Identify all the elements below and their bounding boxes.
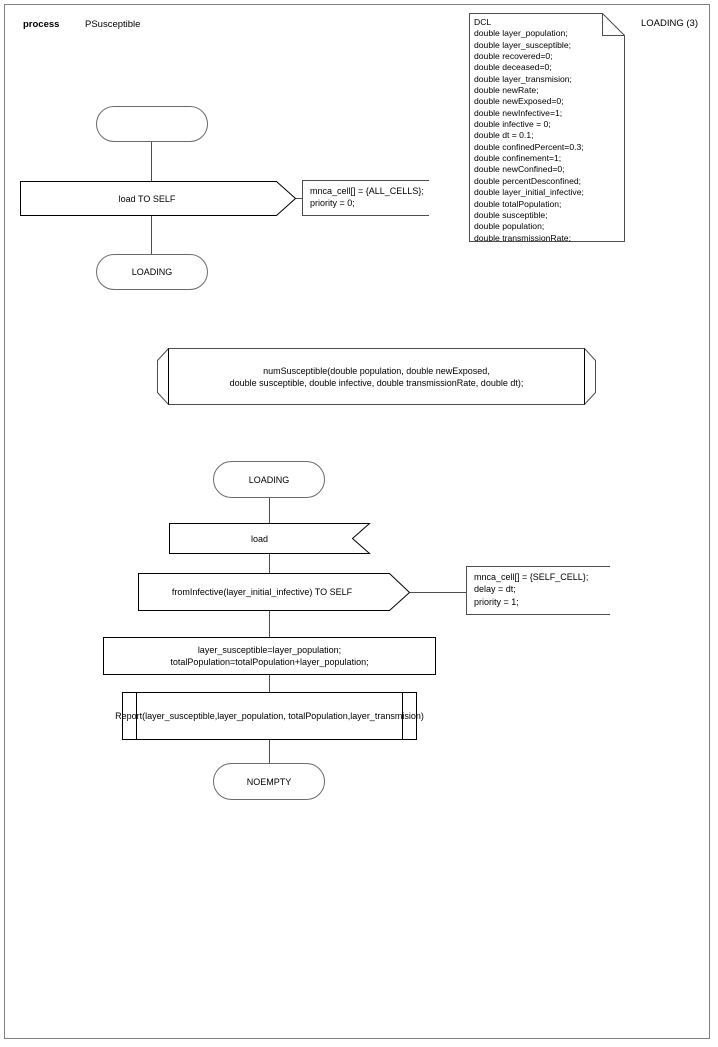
input-symbol-load[interactable]: load [169,523,371,554]
task-label: layer_susceptible=layer_population; tota… [170,645,369,667]
procedure-call-symbol-report[interactable]: Report(layer_susceptible,layer_populatio… [115,692,424,740]
state-label-loading-2: LOADING [248,474,290,485]
connector-proccall-to-state [269,740,270,763]
start-state-symbol[interactable] [96,106,208,142]
next-state-symbol-loading[interactable]: LOADING [96,254,208,290]
proccall-left-bar [136,693,137,739]
procedure-declaration-symbol[interactable]: numSusceptible(double population, double… [157,348,596,405]
comment-link-line-2 [410,592,467,593]
output-comment-1: mnca_cell[] = {ALL_CELLS}; priority = 0; [302,180,429,216]
next-state-symbol-noempty[interactable]: NOEMPTY [213,763,325,800]
output-symbol-load-to-self[interactable]: load TO SELF [20,181,297,216]
dcl-note-text: DCL double layer_population; double laye… [474,17,584,243]
connector-output-to-task [269,611,270,637]
comment-link-line-1 [296,198,303,199]
connector-output-to-state [151,216,152,254]
note-shape-icon [469,13,625,242]
task-symbol-assignments[interactable]: layer_susceptible=layer_population; tota… [103,637,436,675]
diagram-kind-label: process [23,19,60,30]
output-shape-icon-2 [138,573,411,611]
state-symbol-loading-2[interactable]: LOADING [213,461,325,498]
input-shape-icon [169,523,371,554]
procedure-call-label: Report(layer_susceptible,layer_populatio… [115,711,424,721]
output-shape-icon [20,181,297,216]
next-state-label: LOADING [131,267,173,277]
output-symbol-from-infective[interactable]: fromInfective(layer_initial_infective) T… [138,573,411,611]
dcl-declaration-note: DCL double layer_population; double laye… [469,13,625,243]
process-name-label: PSusceptible [85,19,141,30]
next-state-label-noempty: NOEMPTY [246,776,292,787]
proccall-right-bar [402,693,403,739]
output-comment-2: mnca_cell[] = {SELF_CELL}; delay = dt; p… [466,566,610,615]
state-counter-label: LOADING (3) [641,18,699,29]
procedure-declaration-shape-icon [157,348,596,405]
connector-task-to-proccall [269,675,270,692]
connector-start-to-output [151,142,152,181]
connector-input-to-output [269,554,270,573]
connector-state-to-input [269,498,270,523]
